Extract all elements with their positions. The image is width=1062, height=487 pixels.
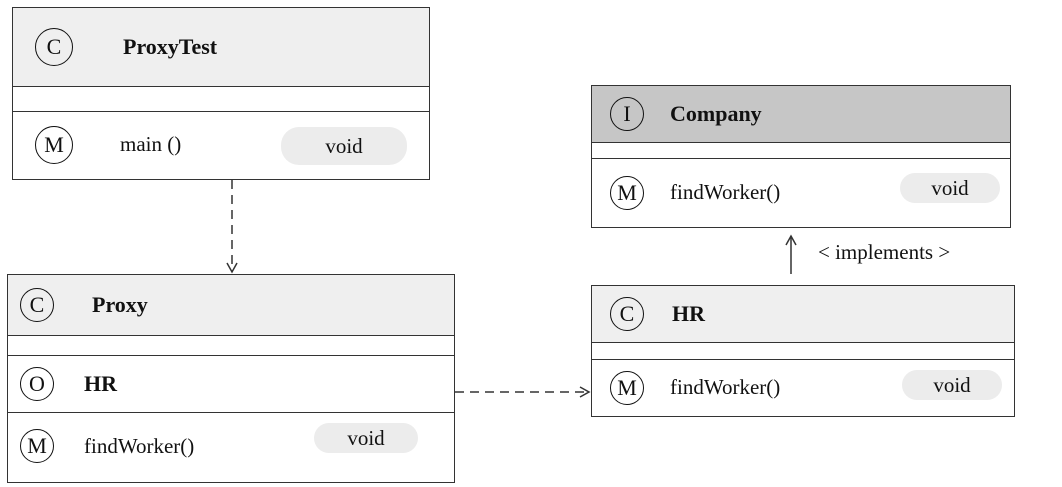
class-name: Company — [670, 101, 762, 126]
method-name: main () — [120, 132, 182, 156]
class-stereotype-icon: C — [35, 28, 73, 66]
class-header: C ProxyTest — [13, 8, 429, 87]
method-stereotype-icon: M — [35, 125, 73, 164]
class-name: Proxy — [92, 292, 148, 317]
method-stereotype-icon: M — [20, 429, 54, 463]
class-proxytest[interactable]: C ProxyTest M main () void — [12, 7, 430, 180]
method-name: findWorker() — [84, 433, 195, 458]
method-name: findWorker() — [670, 180, 781, 204]
class-fields-divider — [8, 336, 454, 356]
method-row: M findWorker() void — [592, 360, 1014, 415]
interface-company[interactable]: I Company M findWorker() void — [591, 85, 1011, 228]
interface-stereotype-icon: I — [610, 97, 644, 131]
field-stereotype-icon: O — [20, 367, 54, 401]
method-row: M main () void — [13, 112, 429, 177]
class-name: ProxyTest — [123, 34, 218, 59]
method-row: M findWorker() void — [8, 413, 454, 479]
class-fields — [13, 87, 429, 112]
class-stereotype-icon: C — [610, 297, 644, 331]
return-type-badge: void — [281, 127, 407, 165]
field-name: HR — [84, 371, 117, 396]
class-name: HR — [672, 301, 705, 326]
method-row: M findWorker() void — [592, 159, 1010, 226]
class-fields — [592, 143, 1010, 159]
method-stereotype-icon: M — [610, 175, 644, 210]
field-row: O HR — [8, 356, 454, 413]
return-type-badge: void — [902, 370, 1002, 400]
class-hr[interactable]: C HR M findWorker() void — [591, 285, 1015, 417]
class-fields — [592, 343, 1014, 360]
class-stereotype-icon: C — [20, 288, 54, 322]
return-type-badge: void — [314, 423, 418, 453]
class-header: C HR — [592, 286, 1014, 343]
method-stereotype-icon: M — [610, 370, 644, 405]
return-type-badge: void — [900, 173, 1000, 203]
class-header: C Proxy — [8, 275, 454, 336]
method-name: findWorker() — [670, 375, 781, 399]
class-header: I Company — [592, 86, 1010, 143]
class-proxy[interactable]: C Proxy O HR M findWorker() void — [7, 274, 455, 483]
implements-label: < implements > — [818, 240, 951, 264]
